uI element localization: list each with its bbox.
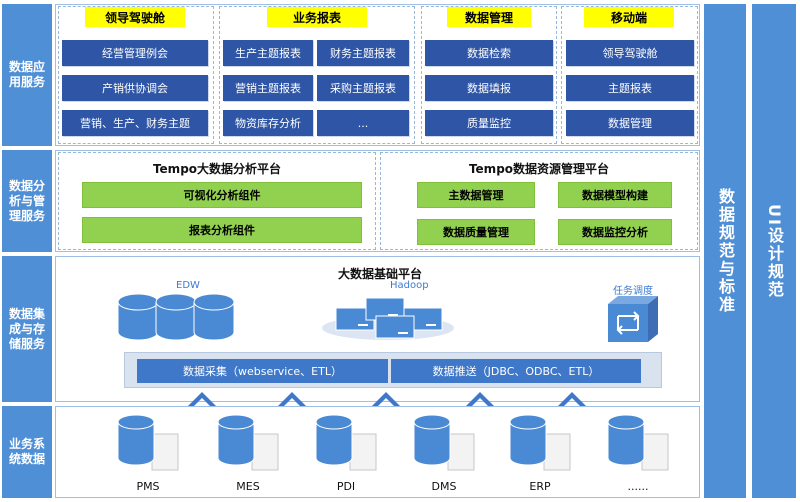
report-item[interactable]: 采购主题报表 xyxy=(317,75,409,101)
pms-database-icon xyxy=(117,414,179,471)
upload-arrows xyxy=(188,392,586,406)
resource-item[interactable]: 主数据管理 xyxy=(417,182,535,208)
data-push-button[interactable]: 数据推送（JDBC、ODBC、ETL） xyxy=(391,359,641,383)
more-database-icon xyxy=(607,414,669,471)
band-business-systems: 业务系统数据 xyxy=(2,406,52,498)
mes-database-icon xyxy=(217,414,279,471)
resource-item[interactable]: 数据监控分析 xyxy=(558,219,672,245)
band-label: 数据集成与存储服务 xyxy=(8,306,45,351)
band-data-application: 数据应用服务 xyxy=(2,4,52,146)
standards-bar: 数据规范与标准 xyxy=(704,4,746,498)
report-item[interactable]: 物资库存分析 xyxy=(223,110,313,136)
report-item[interactable]: ... xyxy=(317,110,409,136)
band-data-analysis: 数据分析与管理服务 xyxy=(2,150,52,252)
section-sources xyxy=(55,406,700,498)
data-mgmt-item[interactable]: 数据检索 xyxy=(425,40,553,66)
analysis-item[interactable]: 可视化分析组件 xyxy=(82,182,362,208)
section-analysis xyxy=(55,150,700,252)
hadoop-cluster-icon xyxy=(322,297,454,340)
data-mgmt-item[interactable]: 质量监控 xyxy=(425,110,553,136)
ui-spec-label: UI设计规范 xyxy=(765,203,784,299)
ui-spec-bar: UI设计规范 xyxy=(752,4,796,498)
mobile-item[interactable]: 领导驾驶舱 xyxy=(566,40,694,66)
dms-database-icon xyxy=(413,414,475,471)
source-label-pdi: PDI xyxy=(336,480,356,493)
source-label-dms: DMS xyxy=(431,480,457,493)
hadoop-label: Hadoop xyxy=(390,280,429,291)
panel-title: 领导驾驶舱 xyxy=(85,7,185,27)
mobile-item[interactable]: 主题报表 xyxy=(566,75,694,101)
report-item[interactable]: 生产主题报表 xyxy=(223,40,313,66)
panel-title: 移动端 xyxy=(584,7,674,27)
source-label-erp: ERP xyxy=(529,480,551,493)
data-collect-button[interactable]: 数据采集（webservice、ETL） xyxy=(137,359,388,383)
scheduler-label: 任务调度 xyxy=(613,286,653,297)
section-application xyxy=(55,4,700,146)
panel-title: 业务报表 xyxy=(267,7,367,27)
edw-database-icon xyxy=(117,293,235,341)
cockpit-item[interactable]: 产销供协调会 xyxy=(62,75,208,101)
data-mgmt-item[interactable]: 数据填报 xyxy=(425,75,553,101)
report-item[interactable]: 财务主题报表 xyxy=(317,40,409,66)
source-label-mes: MES xyxy=(236,480,260,493)
cockpit-item[interactable]: 营销、生产、财务主题 xyxy=(62,110,208,136)
band-label: 业务系统数据 xyxy=(8,437,45,466)
bigdata-platform-title: 大数据基础平台 xyxy=(337,267,422,281)
band-data-integration: 数据集成与存储服务 xyxy=(2,256,52,402)
mobile-item[interactable]: 数据管理 xyxy=(566,110,694,136)
resource-item[interactable]: 数据质量管理 xyxy=(417,219,535,245)
edw-label: EDW xyxy=(176,280,200,291)
analysis-item[interactable]: 报表分析组件 xyxy=(82,217,362,243)
panel-title: 数据管理 xyxy=(447,7,531,27)
analysis-platform-title: Tempo大数据分析平台 xyxy=(152,162,282,176)
standards-label: 数据规范与标准 xyxy=(716,188,735,314)
band-label: 数据分析与管理服务 xyxy=(8,178,45,223)
erp-database-icon xyxy=(509,414,571,471)
report-item[interactable]: 营销主题报表 xyxy=(223,75,313,101)
resource-item[interactable]: 数据模型构建 xyxy=(558,182,672,208)
cockpit-item[interactable]: 经营管理例会 xyxy=(62,40,208,66)
source-label-pms: PMS xyxy=(136,480,160,493)
scheduler-icon xyxy=(608,296,658,342)
pdi-database-icon xyxy=(315,414,377,471)
resource-platform-title: Tempo数据资源管理平台 xyxy=(468,162,610,176)
band-label: 数据应用服务 xyxy=(8,60,45,89)
source-label-more: ...... xyxy=(627,480,649,493)
